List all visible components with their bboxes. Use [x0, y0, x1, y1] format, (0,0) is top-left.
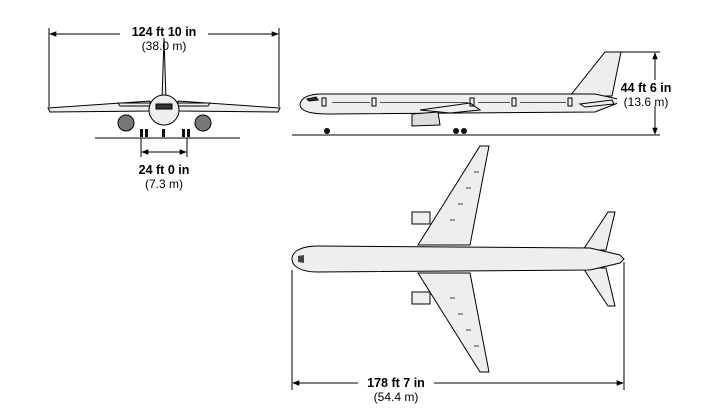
front-view-right-engine	[194, 114, 212, 132]
top-view	[291, 145, 625, 373]
height-label: 44 ft 6 in	[621, 81, 672, 95]
side-view-landing-gear	[324, 128, 467, 134]
side-view-cockpit-window	[306, 96, 319, 102]
top-view-upper-stabilizer	[582, 211, 616, 251]
wheel-track-label: 24 ft 0 in	[139, 163, 190, 177]
front-view-cockpit	[155, 103, 173, 110]
length-label: 178 ft 7 in	[367, 376, 425, 390]
top-view-upper-wing	[417, 145, 490, 246]
top-view-lower-wing	[417, 272, 490, 373]
front-view-landing-gear	[140, 129, 190, 137]
top-view-wing-details	[450, 171, 479, 347]
length-metric-label: (54.4 m)	[374, 390, 419, 404]
side-view-wing	[419, 102, 482, 114]
wingspan-metric-label: (38.0 m)	[142, 39, 187, 53]
side-view-doors	[321, 97, 573, 107]
front-view-left-engine	[117, 114, 135, 132]
side-view-engine	[411, 111, 441, 127]
side-view-tail-fin	[568, 51, 622, 97]
side-view-windows	[332, 102, 566, 103]
top-view-upper-engine	[411, 211, 431, 225]
wheel-track-dimension	[140, 138, 188, 157]
length-dimension	[291, 262, 625, 390]
front-view-fuselage	[148, 94, 180, 126]
wheel-track-metric-label: (7.3 m)	[145, 177, 183, 191]
wingspan-label: 124 ft 10 in	[132, 25, 197, 39]
side-view-stabilizer	[578, 99, 615, 108]
side-view	[299, 51, 622, 127]
top-view-lower-engine	[411, 291, 431, 305]
top-view-nose-cockpit	[298, 255, 304, 263]
front-view	[47, 37, 281, 132]
height-metric-label: (13.6 m)	[624, 95, 669, 109]
top-view-fuselage	[291, 245, 625, 273]
top-view-lower-stabilizer	[582, 267, 616, 307]
